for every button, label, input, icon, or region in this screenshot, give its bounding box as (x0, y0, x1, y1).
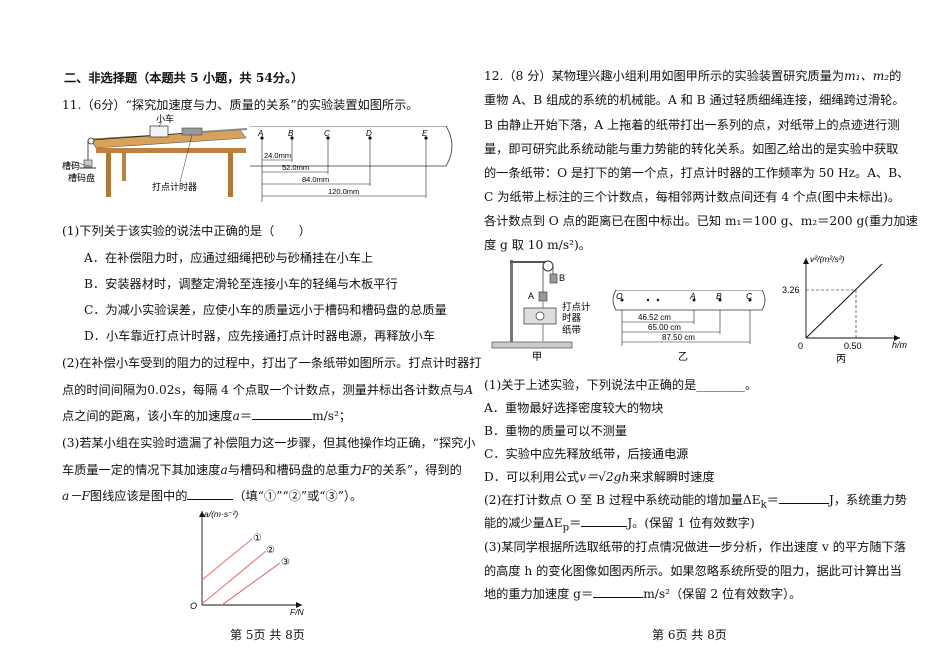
tape-point-D: D (366, 129, 372, 138)
yi-point-C: C (746, 291, 753, 301)
bing-y-tick: 3.26 (782, 285, 800, 295)
dim-AE: 120.0mm (328, 187, 359, 196)
jia-label-timer-1: 打点计 (562, 301, 591, 313)
label-yi: 乙 (678, 351, 688, 363)
label-jia: 甲 (532, 352, 542, 363)
right-page: 12.（8 分）某物理兴趣小组利用如图甲所示的实验装置研究质量为m₁、m₂的 重… (484, 0, 918, 672)
q12-part2-line1: (2)在打计数点 O 至 B 过程中系统动能的增加量ΔEk＝J，系统重力势 (484, 491, 907, 511)
q12-line6: C 为纸带上标注的三个计数点，每相邻两计数点间还有 4 个点(图中未标出)。 (484, 190, 901, 204)
bing-line (805, 263, 883, 339)
bing-x-tick: 0.50 (844, 341, 862, 351)
page-footer-right: 第 6页 共 8页 (652, 628, 727, 642)
q12-line3: B 由静止开始下落，A 上拖着的纸带打出一系列的点，对纸带上的点迹进行测 (484, 118, 900, 132)
bing-origin: 0 (798, 341, 803, 351)
dim-AB: 24.0mm (264, 151, 291, 160)
yi-dim-OA: 46.52 cm (638, 313, 671, 322)
answer-blank-ep[interactable] (581, 514, 628, 527)
q11-part2-line1: (2)在补偿小车受到的阻力的过程中，打出了一条纸带如图所示。打点计时器打 (62, 356, 482, 370)
graph-x-label: F/N (290, 607, 305, 617)
q12-option-d: D．可以利用公式v＝√2gh来求解瞬时速度 (484, 470, 715, 484)
q12-part2-line2: 能的减少量ΔEp＝J。(保留 1 位有效数字) (484, 514, 755, 534)
yi-dim-OB: 65.00 cm (648, 323, 681, 332)
graph-line-3 (221, 562, 281, 606)
tape-point-A: A (257, 129, 263, 138)
q12-figure-jia: B A 打点计 时器 纸带 甲 (491, 260, 591, 363)
q12-part3-line1: (3)某同学根据所选取纸带的打点情况做进一步分析，作出速度 v 的平方随下落 (484, 540, 906, 554)
graph-origin: O (190, 601, 197, 611)
bing-y-label: v²/(m²/s²) (810, 254, 845, 264)
answer-blank-ek[interactable] (778, 491, 829, 504)
q11-part3-line3: a－F图线应该是图中的（填“①”“②”或“③”）。 (62, 487, 363, 503)
hook-label: 槽码 (62, 160, 80, 171)
q12-option-b: B．重物的质量可以不测量 (484, 424, 628, 438)
q11-tape-figure: A B C D E 24.0mm 52.0mm 84.0mm 120.0mm (250, 126, 453, 202)
yi-dim-OC: 87.50 cm (662, 333, 695, 342)
graph-label-1: ① (253, 533, 262, 544)
q12-line8: 度 g 取 10 m/s²)。 (484, 238, 591, 252)
dim-AD: 84.0mm (302, 175, 329, 184)
label-bing: 丙 (836, 354, 846, 364)
graph-y-label: a/(m·s⁻²) (204, 509, 238, 519)
q11-part2-line2: 点的时间间隔为0.02s，每隔 4 个点取一个计数点，测量并标出各计数点与A (62, 383, 474, 397)
jia-label-A: A (528, 291, 534, 301)
graph-label-3: ③ (281, 557, 290, 568)
graph-line-1 (201, 538, 253, 581)
q11-option-c: C．为减小实验误差，应使小车的质量远小于槽码和槽码盘的总质量 (84, 303, 447, 317)
q11-aF-graph: a/(m·s⁻²) F/N O ① ② ③ (190, 509, 305, 617)
graph-line-2 (201, 550, 267, 605)
tape-point-C: C (324, 129, 330, 138)
q12-option-a: A．重物最好选择密度较大的物块 (484, 401, 664, 415)
q12-line1: 12.（8 分）某物理兴趣小组利用如图甲所示的实验装置研究质量为m₁、m₂的 (484, 69, 902, 83)
q12-part3-line2: 的高度 h 的变化图像如图丙所示。如果忽略系统所受的阻力，据此可计算出当 (484, 564, 902, 578)
yi-point-O: O (616, 291, 623, 301)
answer-blank-g[interactable] (593, 585, 644, 598)
q11-apparatus-figure: 小车 槽码 槽码盘 打点计时器 (62, 114, 247, 197)
cart-label: 小车 (156, 114, 174, 124)
answer-blank-acceleration[interactable] (252, 407, 313, 420)
tray-label: 槽码盘 (68, 172, 95, 183)
q12-part1: (1)关于上述实验，下列说法中正确的是________。 (484, 378, 758, 392)
left-page: 二、非选择题（本题共 5 小题，共 54分。） 11.（6分）“探究加速度与力、… (62, 0, 481, 672)
tape-point-B: B (288, 129, 294, 138)
q12-figure-yi: O A B C 46.52 cm 65.00 cm 87.50 cm 乙 (612, 290, 766, 363)
q11-part1: (1)下列关于该实验的说法中正确的是（ ） (62, 224, 311, 238)
q11-part3-line1: (3)若某小组在实验时遗漏了补偿阻力这一步骤，但其他操作均正确，“探究小 (62, 436, 476, 450)
q11-part2-line3: 点之间的距离，该小车的加速度a＝m/s²； (62, 407, 352, 423)
q11-option-a: A．在补偿阻力时，应通过细绳把砂与砂桶挂在小车上 (84, 251, 374, 265)
cart-shape (149, 125, 169, 138)
q11-part3-line2: 车质量一定的情况下其加速度a与槽码和槽码盘的总重力F的关系”，得到的 (62, 463, 462, 477)
page-footer-left: 第 5页 共 8页 (230, 628, 305, 642)
timer-label: 打点计时器 (152, 181, 197, 192)
q11-option-b: B．安装器材时，调整定滑轮至连接小车的轻绳与木板平行 (84, 277, 398, 291)
yi-point-B: B (716, 291, 722, 301)
q12-line4: 量，即可研究此系统动能与重力势能的转化关系。如图乙给出的是实验中获取 (484, 142, 899, 156)
section-title: 二、非选择题（本题共 5 小题，共 54分。） (64, 71, 304, 85)
answer-blank-graph[interactable] (187, 487, 234, 500)
q12-option-c: C．实验中应先释放纸带，后接通电源 (484, 447, 689, 461)
yi-point-A: A (689, 291, 696, 301)
q12-part3-line3: 地的重力加速度 g＝m/s²（保留 2 位有效数字）。 (484, 585, 802, 601)
jia-label-timer-2: 时器 (562, 312, 582, 324)
bing-x-label: h/m (892, 340, 908, 350)
q11-option-d: D．小车靠近打点计时器，应先接通打点计时器电源，再释放小车 (84, 329, 436, 343)
q11-stem: 11.（6分）“探究加速度与力、质量的关系”的实验装置如图所示。 (62, 98, 419, 112)
jia-label-tape: 纸带 (562, 324, 582, 336)
q12-figure-bing: v²/(m²/s²) h/m 3.26 0.50 0 丙 (782, 254, 908, 364)
q12-line5: 的一条纸带：O 是打下的第一个点，打点计时器的工作频率为 50 Hz。A、B、 (484, 166, 910, 180)
jia-label-B: B (559, 273, 565, 283)
dim-AC: 52.0mm (282, 163, 309, 172)
q12-line2: 重物 A、B 组成的系统的机械能。A 和 B 通过轻质细绳连接，细绳跨过滑轮。 (484, 93, 905, 107)
q12-line7: 各计数点到 O 点的距离已在图中标出。已知 m₁＝100 g、m₂＝200 g(… (484, 214, 918, 228)
tape-point-E: E (422, 129, 428, 138)
graph-label-2: ② (266, 545, 275, 556)
